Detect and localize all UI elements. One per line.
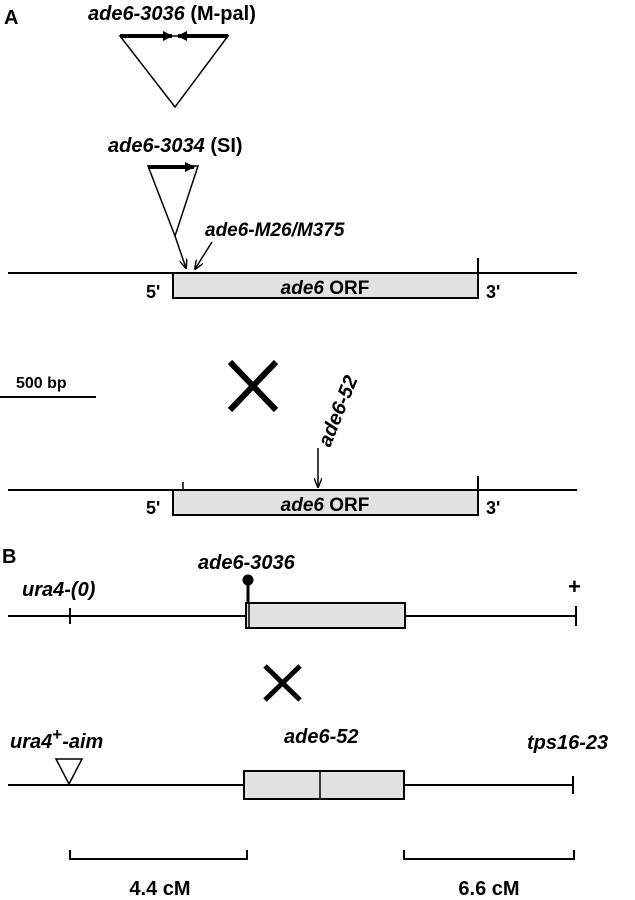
five-prime-label-bottom: 5' [146, 498, 160, 518]
ade6-orf-box-a-top [172, 272, 479, 299]
m26-pointer [195, 241, 213, 269]
palindrome-insert-triangle [118, 35, 230, 109]
allele-3036-label: ade6-3036 (M-pal) [88, 3, 256, 25]
ade6-52-b-label: ade6-52 [284, 726, 359, 748]
ura4-0-label: ura4-(0) [22, 579, 96, 601]
cross-symbol-a [227, 359, 279, 413]
ura4-aim-label: ura4+-aim [10, 725, 103, 753]
scale-label: 500 bp [16, 375, 67, 392]
distance-left-label: 4.4 cM [129, 878, 190, 900]
orf-label-top: ade6 ORF [281, 278, 370, 299]
cross-symbol-b [263, 664, 302, 702]
palindrome-lollipop-icon [242, 574, 254, 586]
ade6-box-b-top [245, 602, 406, 629]
mutation-52-label: ade6-52 [314, 373, 362, 450]
ade6-orf-box-a-bottom [172, 489, 479, 516]
si-insert-triangle [146, 165, 200, 239]
five-prime-label: 5' [146, 282, 160, 302]
three-prime-label-bottom: 3' [486, 498, 500, 518]
ura4-aim-insertion-triangle [54, 758, 84, 786]
plus-label-top: + [568, 574, 581, 599]
distance-bracket-right [403, 850, 575, 860]
tps16-23-label: tps16-23 [527, 732, 608, 754]
three-prime-label: 3' [486, 282, 500, 302]
orf-label-bottom: ade6 ORF [281, 495, 370, 516]
panel-b-label: B [2, 546, 16, 568]
distance-bracket-left [69, 850, 248, 860]
si-insertion-pointer [174, 235, 186, 268]
ade6-box-b-bottom [243, 770, 405, 800]
panel-a-label: A [4, 7, 18, 29]
allele-3036-b-label: ade6-3036 [198, 552, 296, 574]
allele-3034-label: ade6-3034 (SI) [108, 135, 243, 157]
distance-right-label: 6.6 cM [458, 878, 519, 900]
mutation-m26-m375-label: ade6-M26/M375 [205, 220, 345, 241]
